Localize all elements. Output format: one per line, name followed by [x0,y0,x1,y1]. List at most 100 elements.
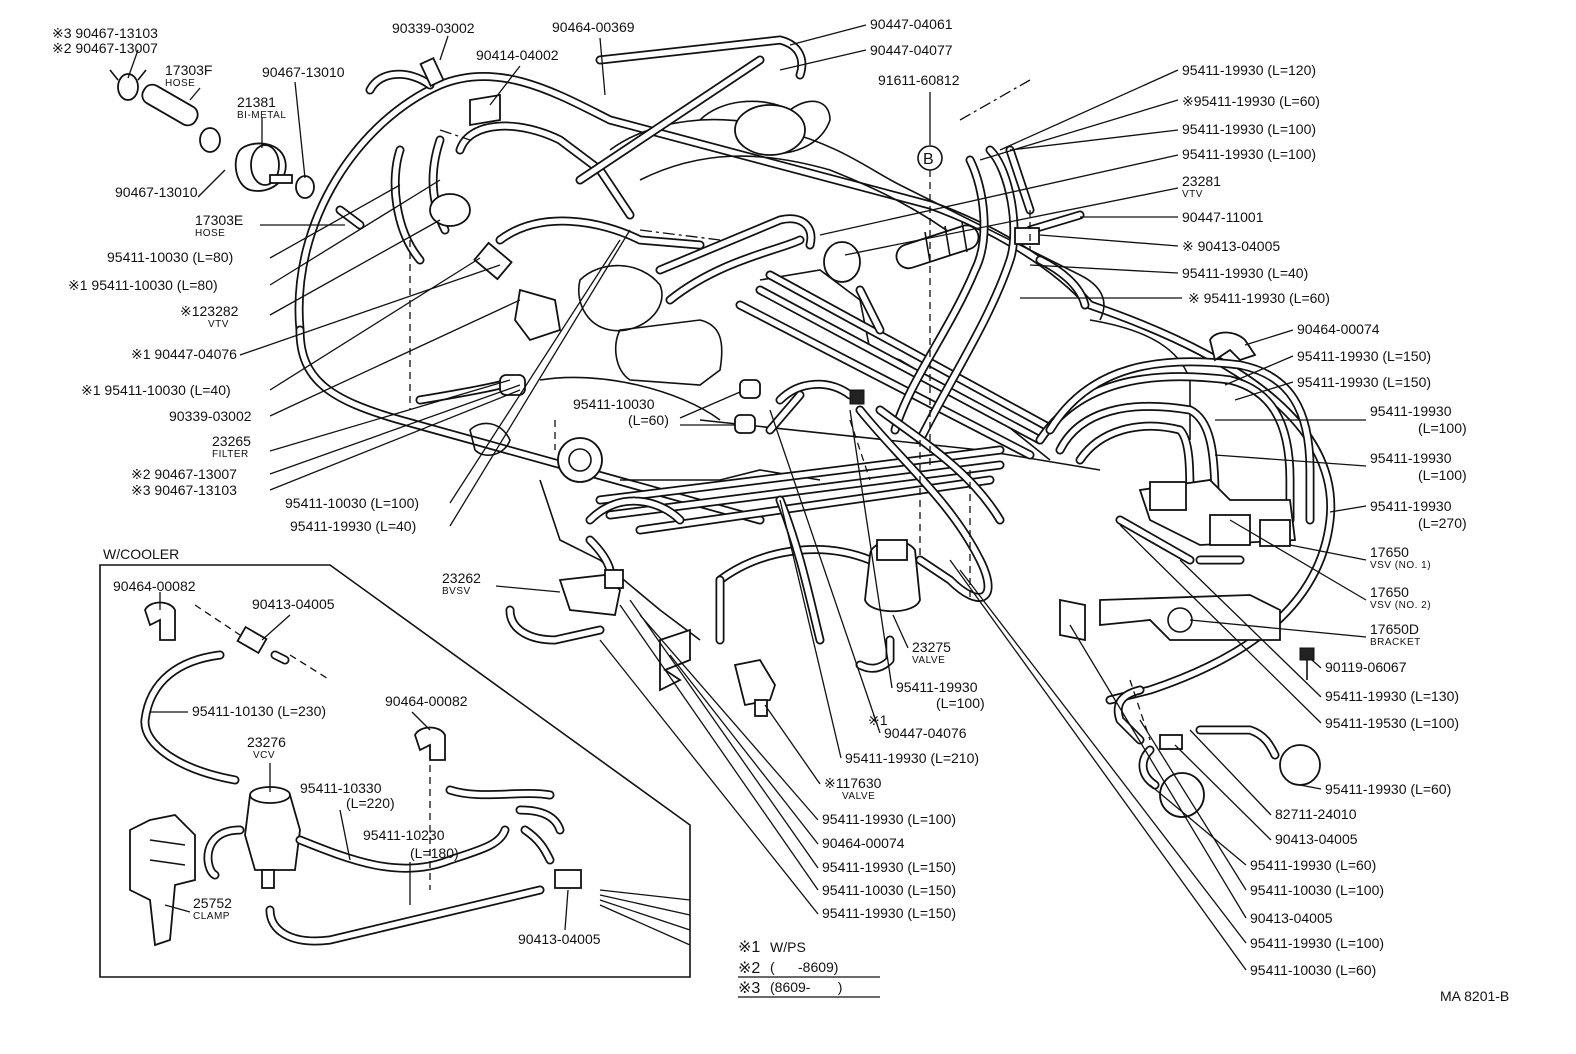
part-label: 90464-00369 [552,19,635,35]
part-label: 23276 [247,734,286,750]
part-label: VTV [208,319,229,330]
part-label: ※1 90447-04076 [131,346,237,362]
part-label: BVSV [442,586,471,597]
part-label: 95411-19930 (L=120) [1182,62,1316,78]
part-label: 90339-03002 [392,20,475,36]
part-label: 90119-06067 [1325,659,1407,675]
part-label: 90413-04005 [518,931,601,947]
part-label: 21381 [237,94,276,110]
part-label: 17650 [1370,544,1409,560]
part-label: 23281 [1182,173,1221,189]
note-3-mark: ※3 [738,980,760,997]
part-label: BRACKET [1370,637,1421,648]
part-label: 95411-10330 [300,780,382,796]
upper-left-hoses [335,35,816,405]
part-label: 95411-19930 (L=60) [1250,857,1376,873]
part-label: 90464-00082 [385,693,468,709]
part-label: HOSE [165,78,195,89]
part-label: 17650 [1370,584,1409,600]
part-label: (L=270) [1418,515,1467,531]
part-label: 95411-19930 (L=100) [822,811,956,827]
part-label: 95411-19930 (L=150) [822,859,956,875]
part-label: 90464-00074 [1297,321,1380,337]
part-label: VTV [1182,189,1203,200]
note-3-text: (8609- ) [770,979,842,995]
part-label: 90447-04061 [870,16,953,32]
part-label: (L=100) [1418,467,1467,483]
part-label: VALVE [842,791,875,802]
components [109,56,1321,818]
part-label: 90467-13010 [115,184,198,200]
part-label: FILTER [212,449,249,460]
part-label: 90413-04005 [1250,910,1333,926]
part-label: ※1 95411-10030 (L=80) [68,277,218,293]
part-label: 95411-19930 [1370,403,1452,419]
part-label: 95411-19930 (L=130) [1325,688,1459,704]
part-label: 90413-04005 [252,596,335,612]
part-label: 90447-04076 [884,725,967,741]
lower-right-hoses [1113,515,1280,790]
part-label: VCV [253,750,275,761]
part-label: 95411-10130 (L=230) [192,703,326,719]
part-label: BI-METAL [237,110,286,121]
part-label: 95411-19930 [1370,498,1452,514]
note-2-text: ( -8609) [770,959,838,975]
part-label: 95411-10030 (L=80) [107,249,233,265]
part-label: 95411-10030 (L=100) [285,495,419,511]
cooler-inset: W/COOLER [99,546,691,978]
part-label: ※1 [868,712,888,728]
part-label: 95411-19930 (L=150) [1297,348,1431,364]
part-label: 90467-13010 [262,64,345,80]
part-label: 23265 [212,433,251,449]
part-label: 90339-03002 [169,408,252,424]
part-label: 95411-19930 [896,679,978,695]
part-label: 25752 [193,895,232,911]
part-label: 95411-19930 (L=60) [1325,781,1451,797]
part-label: 95411-19930 (L=210) [845,750,979,766]
part-label: ※3 90467-13103 [131,482,237,498]
figure-code: MA 8201-B [1440,988,1509,1004]
part-label: 95411-10230 [363,827,445,843]
note-1-text: W/PS [770,939,806,955]
part-label: 95411-19930 (L=40) [1182,265,1308,281]
part-label: 90414-04002 [476,47,559,63]
part-label: 95411-10030 [573,396,655,412]
leader-lines [127,24,1367,971]
part-label: ※2 90467-13007 [131,466,237,482]
part-label: HOSE [195,228,225,239]
part-label: (L=100) [936,695,985,711]
part-label: 95411-19930 (L=100) [1250,935,1384,951]
hose-bundle [595,270,1315,535]
part-label: 23275 [912,639,951,655]
part-label: VSV (NO. 2) [1370,600,1431,611]
footnotes: ※1 W/PS ※2 ( -8609) ※3 (8609- ) [738,939,880,998]
part-label: VALVE [912,655,945,666]
part-number-labels: ※3 90467-13103※2 90467-1300717303FHOSE21… [52,16,1467,978]
part-label: 95411-19930 (L=150) [822,905,956,921]
part-label: ※2 90467-13007 [52,40,158,56]
part-label: 91611-60812 [878,72,960,88]
callout-b: B [917,145,943,171]
part-label: (L=60) [628,412,669,428]
part-label: 90413-04005 [1275,831,1358,847]
part-label: 90464-00082 [113,578,196,594]
part-label: 95411-19930 (L=150) [1297,374,1431,390]
part-label: VSV (NO. 1) [1370,560,1431,571]
part-label: 17650D [1370,621,1419,637]
part-label: (L=100) [1418,420,1467,436]
part-label: 82711-24010 [1275,806,1357,822]
part-label: 17303F [165,62,212,78]
part-label: 90447-11001 [1182,209,1264,225]
note-1-mark: ※1 [738,939,760,956]
part-label: 95411-19930 [1370,450,1452,466]
part-label: (L=180) [410,845,459,861]
part-label: 95411-19530 (L=100) [1325,715,1459,731]
callout-b-letter: B [923,151,934,168]
note-2-mark: ※2 [738,960,760,977]
part-label: 17303E [195,212,243,228]
part-label: 23262 [442,570,481,586]
part-label: 95411-10030 (L=100) [1250,882,1384,898]
part-label: 95411-10030 (L=60) [1250,962,1376,978]
upper-right-hoses [765,145,1090,445]
